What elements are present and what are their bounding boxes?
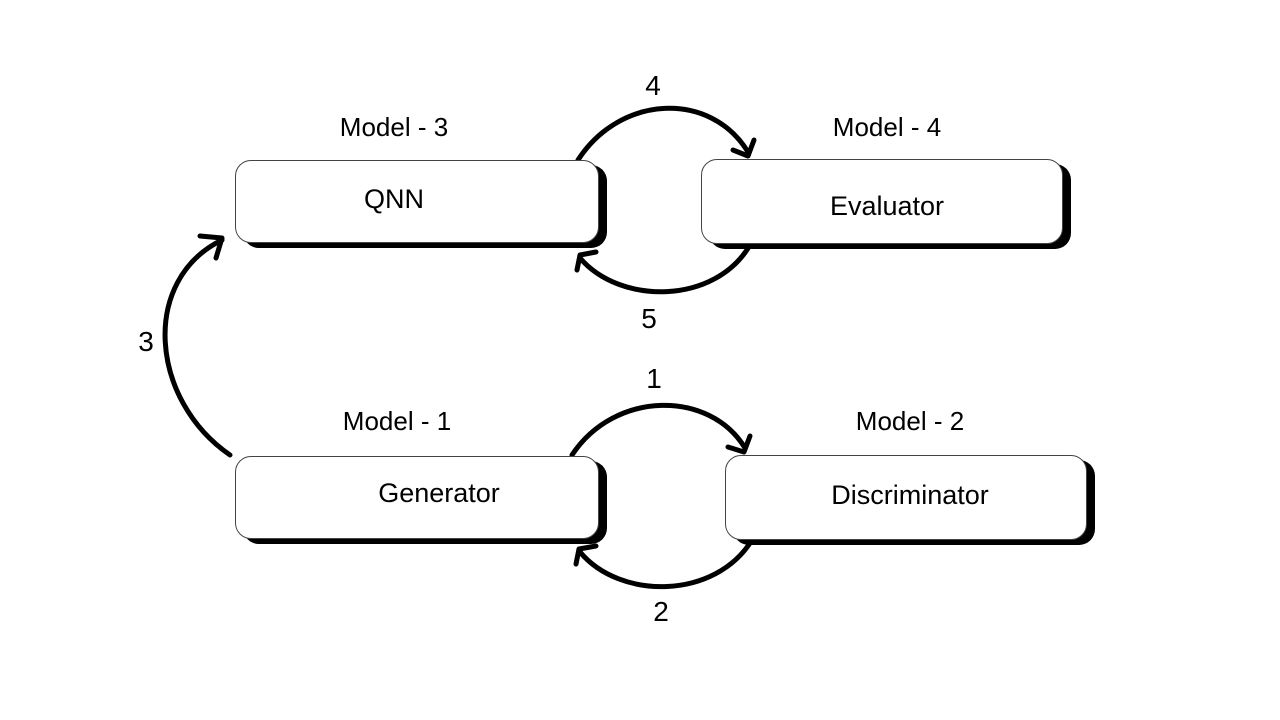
arrow-step-1: [569, 402, 748, 458]
step-label-5: 5: [641, 303, 657, 334]
model-2-title: Model - 2: [855, 406, 965, 436]
generator-box[interactable]: [235, 456, 599, 539]
arrow-step-5: [577, 242, 753, 295]
arrow-step-4: [575, 105, 751, 163]
discriminator-box[interactable]: [725, 455, 1087, 540]
evaluator-box[interactable]: [701, 159, 1063, 244]
evaluator-label: Evaluator: [829, 191, 945, 221]
arrowhead-step-2: [573, 543, 599, 567]
discriminator-label: Discriminator: [831, 480, 989, 510]
qnn-box[interactable]: [235, 160, 599, 243]
arrowhead-step-5: [574, 249, 599, 273]
model-4-title: Model - 4: [832, 112, 942, 142]
model-1-title: Model - 1: [342, 406, 452, 436]
arrowhead-step-3: [197, 233, 225, 261]
arrow-step-2: [577, 537, 755, 589]
arrow-step-3: [162, 237, 233, 458]
step-label-3: 3: [138, 326, 154, 357]
arrowhead-step-4: [730, 137, 757, 159]
model-3-title: Model - 3: [339, 112, 449, 142]
step-label-4: 4: [645, 70, 661, 101]
step-label-1: 1: [646, 363, 662, 394]
step-label-2: 2: [653, 596, 669, 627]
qnn-label: QNN: [364, 184, 424, 214]
generator-label: Generator: [378, 478, 500, 508]
arrowhead-step-1: [725, 433, 753, 455]
